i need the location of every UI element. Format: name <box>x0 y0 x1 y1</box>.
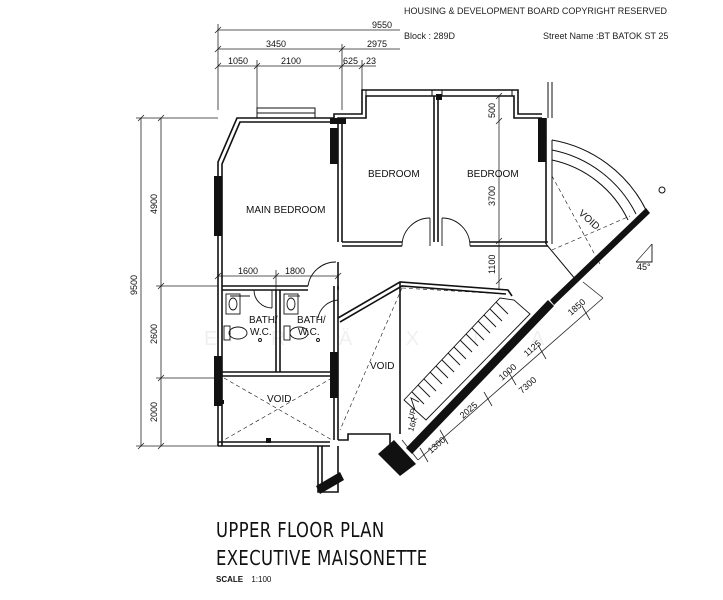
dim-top-right: 2975 <box>367 39 387 49</box>
room-bath-1-line2: W.C. <box>250 327 272 338</box>
header-street: Street Name :BT BATOK ST 25 <box>543 31 669 41</box>
void-markings <box>223 175 631 441</box>
dim-inner-1: 1600 <box>238 266 258 276</box>
dim-right-2: 3700 <box>487 186 497 206</box>
room-bedroom-1: BEDROOM <box>368 169 420 180</box>
stair-risers-label: 16R <box>406 416 419 433</box>
room-bath-2-line2: W.C. <box>298 327 320 338</box>
walls <box>217 89 548 493</box>
dim-seg-2: 2100 <box>281 56 301 66</box>
dim-left-3: 2000 <box>149 402 159 422</box>
room-bedroom-2: BEDROOM <box>467 169 519 180</box>
room-main-bedroom: MAIN BEDROOM <box>246 205 325 216</box>
dim-seg-3: 625 <box>343 56 358 66</box>
dim-seg-1: 1050 <box>228 56 248 66</box>
room-void-lower-left: VOID <box>267 394 291 405</box>
structural-columns <box>214 94 650 494</box>
scale-note: SCALE 1:100 <box>216 575 271 584</box>
dim-top-overall: 9550 <box>372 20 392 30</box>
staircase <box>403 297 531 421</box>
dim-diag-overall: 7300 <box>517 375 539 396</box>
dimension-lines <box>136 24 604 463</box>
room-void-center: VOID <box>370 361 394 372</box>
room-bath-2-line1: BATH/ <box>297 315 326 326</box>
plan-title: UPPER FLOOR PLAN <box>216 518 385 542</box>
dim-right-1: 500 <box>487 103 497 118</box>
dim-seg-4: 23 <box>366 56 376 66</box>
dim-left-overall: 9500 <box>129 275 139 295</box>
header-authority: HOUSING & DEVELOPMENT BOARD COPYRIGHT RE… <box>404 6 668 16</box>
dim-inner-2: 1800 <box>285 266 305 276</box>
angle-label: 45° <box>637 262 651 272</box>
bath-fixtures <box>223 293 320 342</box>
angle-marker <box>635 243 653 263</box>
balcony-arc <box>545 139 666 281</box>
watermark: E R Ä X I A <box>204 328 568 350</box>
room-bath-1-line1: BATH/ <box>249 315 278 326</box>
header-block: Block : 289D <box>404 31 456 41</box>
room-void-right: VOID <box>576 208 602 233</box>
windows <box>256 82 553 119</box>
doors <box>253 217 471 319</box>
dim-diag-3: 1000 <box>497 362 519 383</box>
dim-right-3: 1100 <box>487 255 497 274</box>
dim-top-left: 3450 <box>266 39 286 49</box>
plan-subtitle: EXECUTIVE MAISONETTE <box>216 546 428 570</box>
dim-left-2: 2600 <box>149 324 159 344</box>
stair-up-label: UP <box>406 407 418 420</box>
scale-value: 1:100 <box>251 575 272 584</box>
scale-label: SCALE <box>216 575 244 584</box>
dim-left-1: 4900 <box>149 194 159 214</box>
